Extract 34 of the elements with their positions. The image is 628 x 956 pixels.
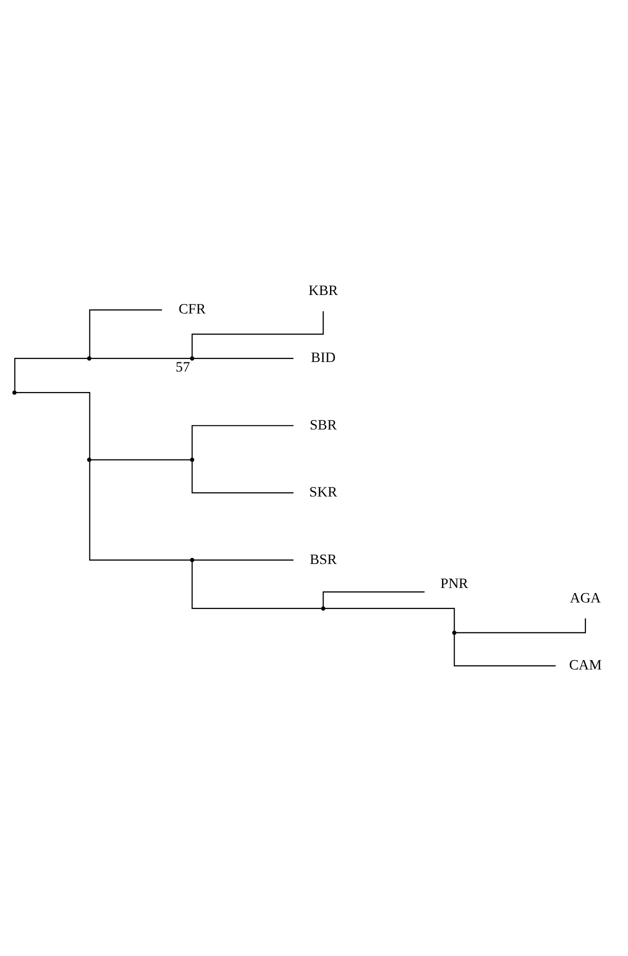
- connector: [14, 357, 88, 390]
- connector: [194, 357, 294, 358]
- node-point: [190, 557, 194, 562]
- node-text: CFR: [178, 301, 206, 318]
- node-text: BID: [310, 350, 336, 366]
- connector: [322, 590, 425, 606]
- node-point: [321, 606, 326, 610]
- node-text: BSR: [310, 551, 337, 568]
- connector: [89, 461, 190, 560]
- node-text: CAM: [569, 657, 602, 674]
- node-point: [87, 356, 92, 360]
- node-point: [452, 630, 456, 634]
- connector: [194, 558, 294, 560]
- connector: [192, 461, 294, 493]
- connector: [192, 310, 324, 356]
- node-text: PNR: [440, 575, 468, 592]
- connector: [192, 561, 322, 609]
- connector: [454, 634, 556, 666]
- node-point: [190, 457, 194, 462]
- connector: [325, 607, 455, 631]
- node-point: [190, 356, 194, 360]
- node-label: 57: [176, 358, 190, 375]
- connector: [91, 458, 190, 460]
- node-text: AGA: [570, 590, 601, 606]
- connector: [192, 424, 294, 458]
- node-text: SBR: [310, 416, 337, 433]
- connector: [456, 618, 586, 633]
- node-text: SKR: [309, 484, 338, 500]
- connector: [89, 308, 162, 356]
- connector: [91, 357, 190, 358]
- connector: [16, 392, 90, 458]
- node-point: [12, 390, 17, 394]
- node-point: [87, 457, 92, 462]
- node-text: KBR: [308, 282, 338, 298]
